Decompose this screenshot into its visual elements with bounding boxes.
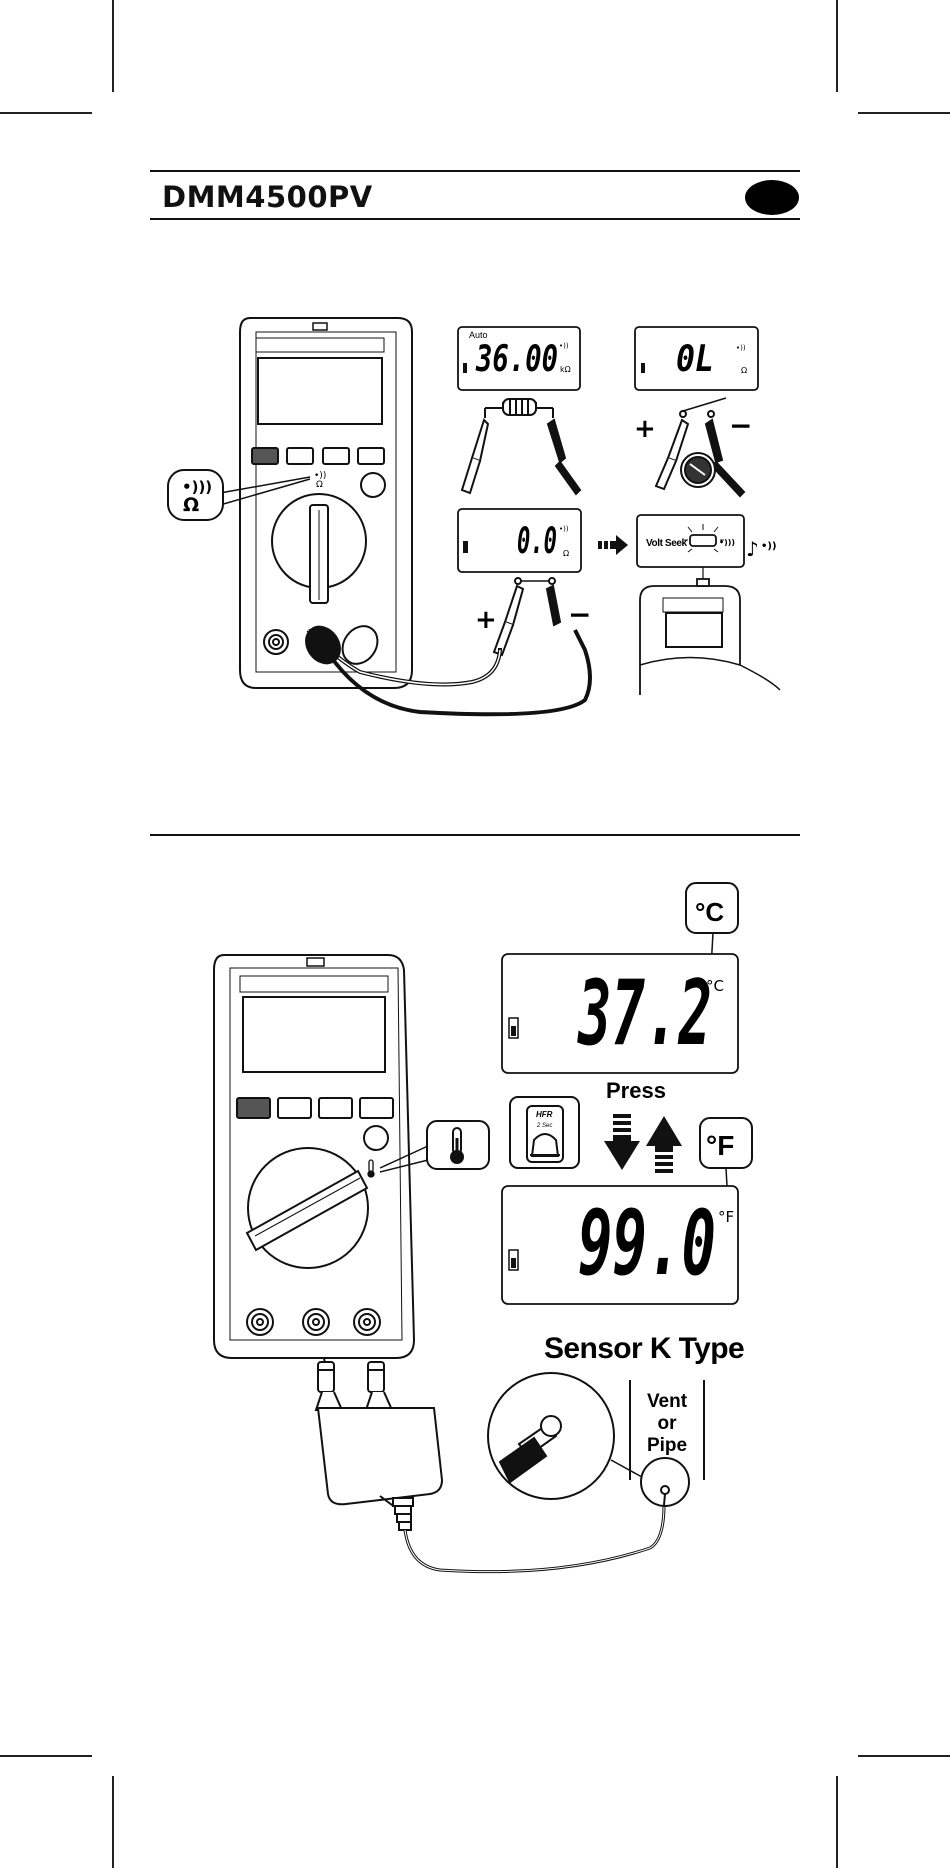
press-label: Press — [606, 1078, 666, 1103]
closed-probes — [494, 578, 560, 655]
open-minus-sign: − — [729, 409, 752, 442]
lcd-celsius-unit: °C — [706, 977, 724, 995]
toggle-arrows-icon — [604, 1114, 682, 1173]
callout-ohm-symbol: Ω — [183, 494, 199, 516]
resistor-with-probes — [462, 399, 580, 494]
closed-plus-sign: + — [475, 605, 497, 635]
voltseek-beep-outside: •)) — [761, 541, 777, 552]
lcd-resistor-beep: •)) — [559, 342, 569, 350]
lcd-closed-reading: 0.0 — [517, 521, 557, 562]
lcd-celsius-reading: 37.2 — [577, 961, 712, 1066]
dial-ohm-symbol: Ω — [316, 480, 323, 490]
lcd-open-unit: Ω — [741, 366, 747, 375]
voltseek-beep: •))) — [719, 538, 735, 547]
vent-label-line3: Pipe — [647, 1435, 687, 1456]
arrow-to-voltseek — [598, 535, 628, 555]
lcd-resistor-unit: kΩ — [560, 365, 571, 374]
hfr-button-label: HFR — [536, 1110, 553, 1119]
vent-label-line2: or — [658, 1413, 678, 1434]
hfr-button — [510, 1097, 579, 1168]
fahrenheit-badge-label: °F — [706, 1130, 734, 1161]
lcd-fahrenheit-reading: 99.0 — [578, 1191, 716, 1296]
sensor-type-label: Sensor K Type — [544, 1332, 744, 1365]
probe-detail-magnifier — [488, 1373, 651, 1499]
lcd-closed-beep: •)) — [559, 525, 569, 533]
lcd-open-reading: 0L — [676, 339, 714, 380]
thermocouple-adapter — [316, 1358, 664, 1572]
lcd-closed-unit: Ω — [563, 549, 569, 558]
open-plus-sign: + — [634, 414, 656, 444]
vent-label-line1: Vent — [647, 1391, 688, 1412]
lcd-open-beep: •)) — [736, 344, 746, 352]
multimeter-temperature — [214, 955, 414, 1358]
lcd-fahrenheit-unit: °F — [718, 1208, 734, 1226]
hfr-button-sublabel: 2 Sec — [536, 1123, 552, 1129]
voltseek-label: Volt Seek — [646, 538, 688, 549]
lcd-resistor-reading: 36.00 — [475, 339, 558, 380]
celsius-badge-label: °C — [695, 897, 724, 927]
closed-minus-sign: − — [568, 598, 591, 631]
voltseek-note-icon: ♪ — [746, 537, 759, 561]
